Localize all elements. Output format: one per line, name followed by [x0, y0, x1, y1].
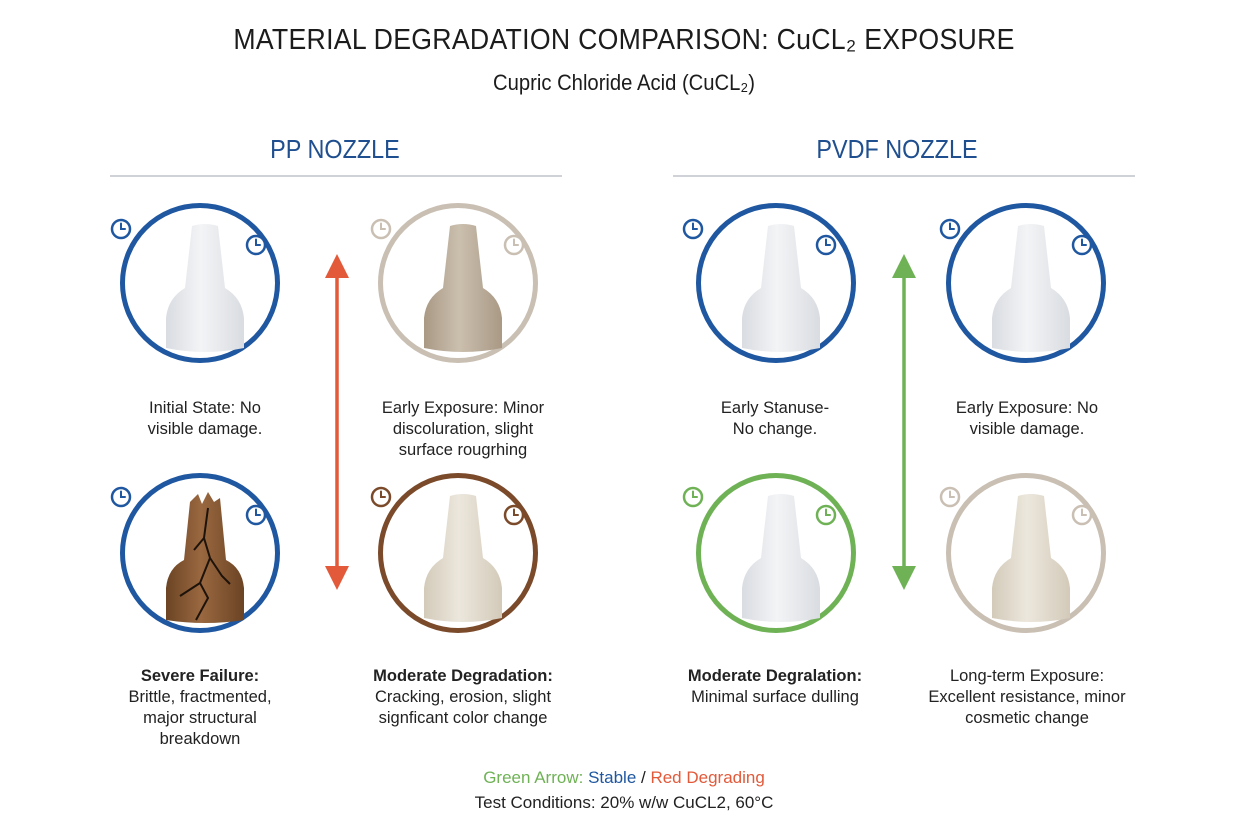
stage-ring [696, 473, 856, 633]
stage-title: Early Exposure: Minor [381, 399, 545, 417]
legend-red-degrading: Red Degrading [650, 768, 765, 787]
stage-ring [378, 203, 538, 363]
clock-icon [245, 234, 267, 256]
nozzle-image [742, 494, 820, 622]
stage-caption: Severe Failure: Brittle, fractmented, ma… [70, 666, 330, 750]
nozzle-image [166, 224, 244, 352]
section-divider-pvdf [673, 175, 1135, 177]
stage-caption: Moderate Degradation: Cracking, erosion,… [333, 666, 593, 729]
clock-icon [110, 486, 132, 508]
section-divider-pp [110, 175, 562, 177]
legend-green-arrow: Green Arrow: [483, 768, 584, 787]
stage-title: Severe Failure: [140, 667, 260, 685]
clock-icon [1071, 234, 1093, 256]
stage-caption: Moderate Degralation: Minimal surface du… [645, 666, 905, 708]
clock-icon [503, 234, 525, 256]
stage-ring [120, 203, 280, 363]
stage-description: visible damage. [147, 420, 263, 438]
clock-icon [682, 218, 704, 240]
nozzle-image [424, 494, 502, 622]
section-title-pp: PP NOZZLE [270, 134, 400, 164]
clock-icon [682, 486, 704, 508]
stage-ring [696, 203, 856, 363]
clock-icon [503, 504, 525, 526]
legend-stable: Stable [583, 768, 637, 787]
diagram-title: MATERIAL DEGRADATION COMPARISON: CuCL₂ E… [233, 24, 1015, 56]
stage-ring [946, 203, 1106, 363]
diagram-subtitle: Cupric Chloride Acid (CuCL₂) [492, 70, 756, 95]
stage-caption: Early Exposure: Minor discoluration, sli… [333, 398, 593, 461]
test-conditions: Test Conditions: 20% w/w CuCL2, 60°C [474, 793, 774, 812]
section-title-pvdf: PVDF NOZZLE [816, 134, 978, 164]
stage-description: discoluration, slight surface rougrhing [392, 420, 534, 459]
stage-description: Excellent resistance, minor cosmetic cha… [928, 688, 1126, 727]
stage-description: No change. [732, 420, 818, 438]
nozzle-image [424, 224, 502, 352]
clock-icon [939, 218, 961, 240]
stage-description: visible damage. [969, 420, 1085, 438]
stage-caption: Initial State: No visible damage. [75, 398, 335, 440]
nozzle-image [742, 224, 820, 352]
stage-title: Early Stanuse- [720, 399, 830, 417]
stable-arrow [892, 254, 916, 590]
clock-icon [110, 218, 132, 240]
stage-caption: Early Stanuse- No change. [645, 398, 905, 440]
clock-icon [370, 218, 392, 240]
stage-description: Minimal surface dulling [691, 688, 859, 706]
stage-ring [946, 473, 1106, 633]
stage-title: Moderate Degradation: [373, 667, 553, 685]
clock-icon [370, 486, 392, 508]
nozzle-image [992, 224, 1070, 352]
degrading-arrow [325, 254, 349, 590]
stage-ring [378, 473, 538, 633]
stage-caption: Early Exposure: No visible damage. [897, 398, 1157, 440]
stage-title: Moderate Degralation: [687, 667, 863, 685]
clock-icon [815, 504, 837, 526]
nozzle-image [166, 492, 244, 623]
stage-description: Brittle, fractmented, major structural b… [128, 688, 272, 748]
clock-icon [1071, 504, 1093, 526]
clock-icon [815, 234, 837, 256]
nozzle-image [992, 494, 1070, 622]
clock-icon [245, 504, 267, 526]
stage-title: Early Exposure: No [955, 399, 1099, 417]
stage-ring [120, 473, 280, 633]
arrow-legend: Green Arrow: Stable / Red Degrading [0, 768, 1248, 788]
clock-icon [939, 486, 961, 508]
stage-title: Initial State: No [149, 399, 261, 417]
stage-caption: Long-term Exposure: Excellent resistance… [897, 666, 1157, 729]
stage-title: Long-term Exposure: [949, 667, 1105, 685]
stage-description: Cracking, erosion, slight signficant col… [374, 688, 552, 727]
legend-separator: / [636, 768, 651, 787]
